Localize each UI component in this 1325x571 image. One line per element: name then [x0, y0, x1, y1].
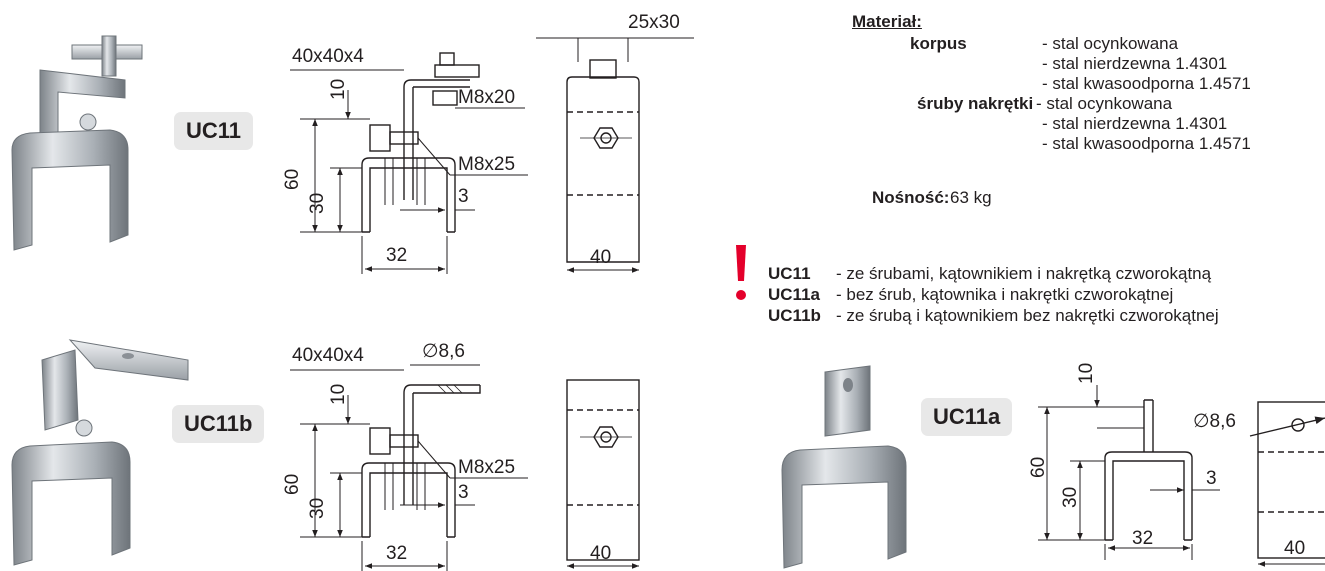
uc11b-side-view [361, 384, 481, 538]
dim-40-uc11: 40 [590, 247, 612, 268]
material-body-item: - stal nierdzewna 1.4301 [1042, 54, 1228, 73]
material-bolts-label: śruby nakrętki [917, 94, 1034, 113]
dim-32-uc11: 32 [386, 245, 408, 266]
uc11a-dimensions [1038, 385, 1220, 560]
uc11-front-view [536, 37, 694, 273]
dim-40-uc11a: 40 [1284, 538, 1306, 559]
dim-10-uc11b: 10 [328, 383, 349, 405]
dim-width-top: 25x30 [628, 12, 680, 33]
variant-code: UC11b [768, 306, 821, 325]
label-uc11b: UC11b [172, 405, 265, 443]
variant-code: UC11 [768, 264, 811, 283]
dim-10-uc11: 10 [328, 78, 349, 100]
material-bolts-item: - stal kwasoodporna 1.4571 [1042, 134, 1251, 153]
material-heading: Materiał: [852, 12, 922, 31]
variant-desc: - ze śrubami, kątownikiem i nakrętką czw… [836, 264, 1212, 283]
load-capacity-value: 63 kg [950, 188, 992, 207]
photo-uc11b [11, 339, 189, 566]
dim-bolt-m8x25-uc11b: M8x25 [458, 457, 516, 478]
dim-32-uc11a: 32 [1132, 528, 1154, 549]
dim-angle-uc11b: 40x40x4 [292, 345, 364, 366]
dim-10-uc11a: 10 [1076, 362, 1097, 384]
material-bolts-item: - stal nierdzewna 1.4301 [1042, 114, 1228, 133]
dim-bolt-m8x25-uc11: M8x25 [458, 154, 516, 175]
dim-60-uc11a: 60 [1028, 456, 1049, 478]
uc11a-front-view [1249, 401, 1325, 567]
variant-desc: - bez śrub, kątownika i nakrętki czworok… [836, 285, 1174, 304]
uc11b-front-view [566, 379, 640, 569]
variant-code: UC11a [768, 285, 820, 304]
dim-hole-uc11b: ∅8,6 [422, 341, 465, 362]
dim-60-uc11b: 60 [282, 473, 303, 495]
dim-60-uc11: 60 [282, 168, 303, 190]
warning-exclamation-icon [736, 245, 746, 300]
dim-30-uc11a: 30 [1060, 486, 1081, 508]
material-body-item: - stal ocynkowana [1042, 34, 1179, 53]
photo-uc11 [11, 35, 143, 251]
dim-30-uc11b: 30 [307, 497, 328, 519]
dim-30-uc11: 30 [307, 192, 328, 214]
label-uc11a: UC11a [921, 398, 1013, 436]
material-bolts-item: - stal ocynkowana [1036, 94, 1173, 113]
uc11-side-view [361, 52, 480, 233]
dim-hole-uc11a: ∅8,6 [1193, 411, 1236, 432]
uc11b-dimensions [290, 364, 528, 571]
load-capacity-label: Nośność: [872, 188, 950, 207]
dim-3-uc11b: 3 [458, 482, 469, 503]
dim-3-uc11: 3 [458, 186, 469, 207]
material-body-label: korpus [910, 34, 967, 53]
material-body-item: - stal kwasoodporna 1.4571 [1042, 74, 1251, 93]
dim-32-uc11b: 32 [386, 543, 408, 564]
dim-bolt-m8x20: M8x20 [458, 87, 516, 108]
dim-angle-uc11: 40x40x4 [292, 46, 364, 67]
dim-40-uc11b: 40 [590, 543, 612, 564]
variant-desc: - ze śrubą i kątownikiem bez nakrętki cz… [836, 306, 1219, 325]
label-uc11: UC11 [174, 112, 254, 150]
uc11a-side-view [1104, 399, 1193, 541]
photo-uc11a [781, 365, 907, 569]
dim-3-uc11a: 3 [1206, 468, 1217, 489]
uc11-dimensions [290, 69, 528, 274]
